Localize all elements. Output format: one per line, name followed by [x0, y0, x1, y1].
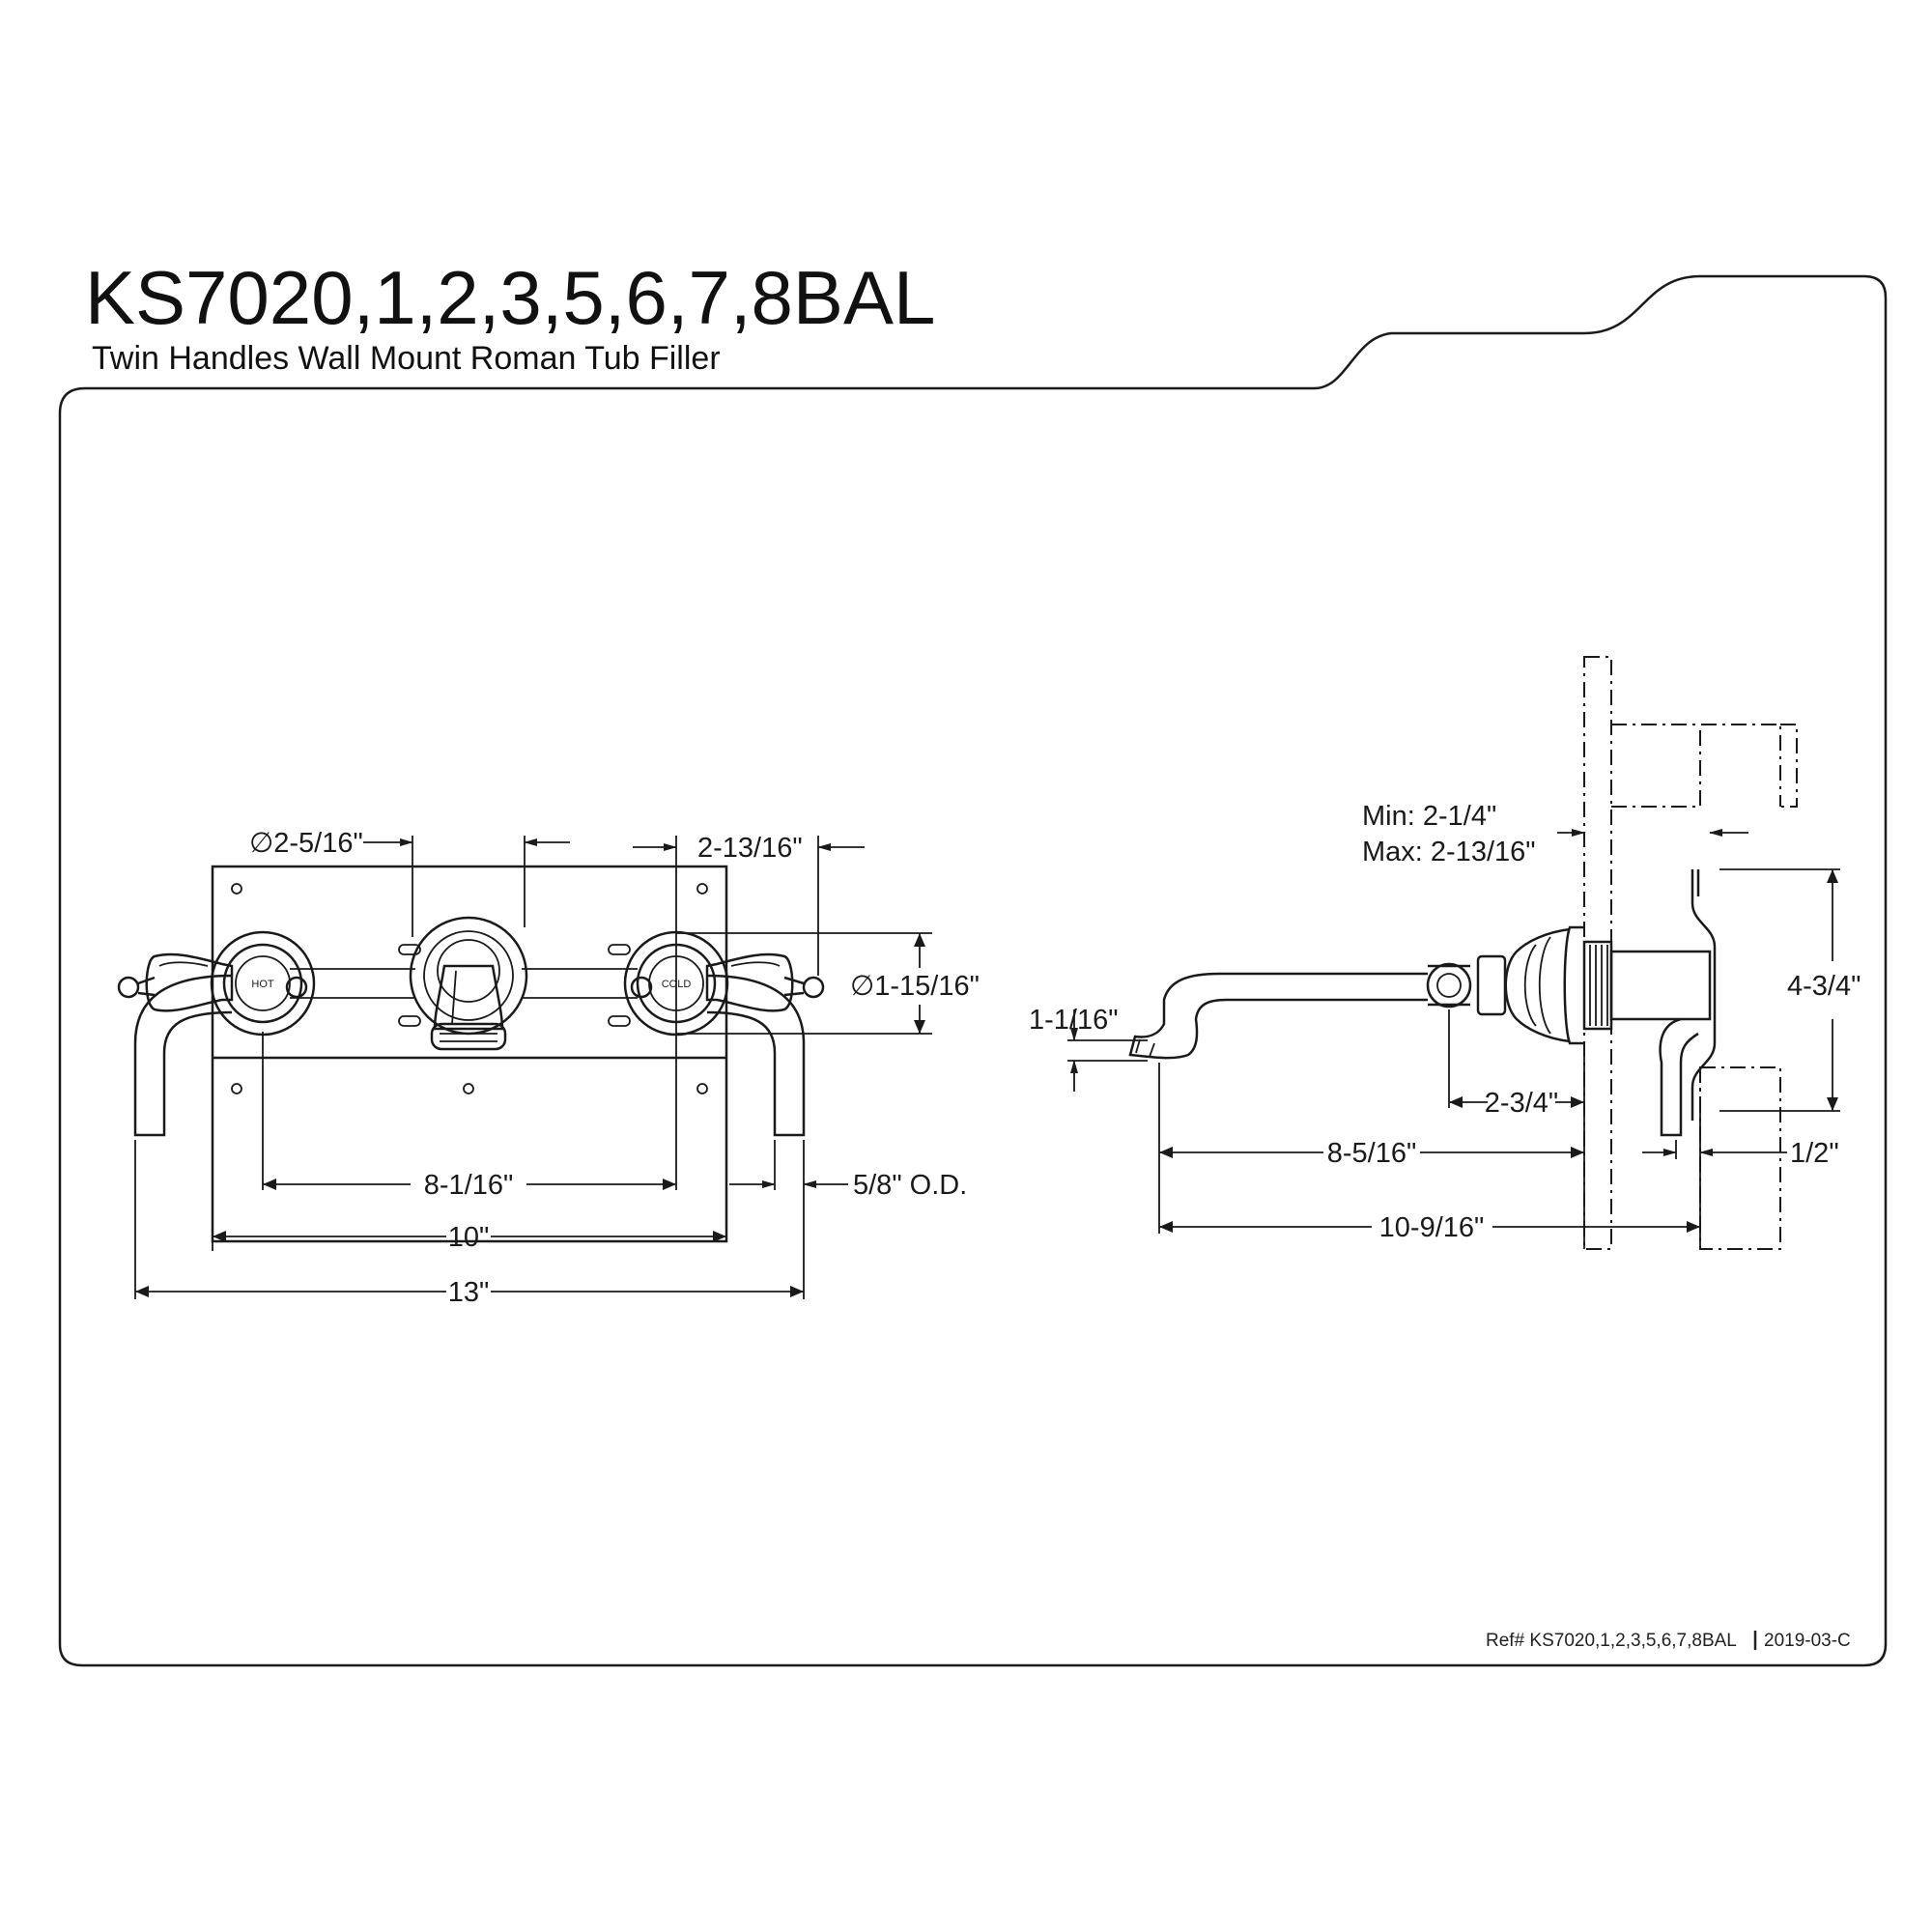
dim-spout-reach: 8-5/16"	[1327, 1138, 1417, 1169]
side-view: Min: 2-1/4" Max: 2-13/16" 1-1/16" 2-3/4"…	[1029, 656, 1861, 1250]
dim-overall-depth: 10-9/16"	[1379, 1212, 1485, 1243]
cold-valve: COLD	[623, 930, 825, 1037]
dim-overall-width: 13"	[448, 1277, 490, 1308]
hot-valve: HOT	[117, 930, 316, 1037]
dim-escutcheon-diameter: ∅2-5/16"	[249, 828, 363, 859]
product-subtitle: Twin Handles Wall Mount Roman Tub Filler	[92, 340, 721, 377]
screw-hole	[696, 883, 708, 895]
screw-hole	[231, 1083, 242, 1094]
dim-valve-height: 4-3/4"	[1787, 971, 1861, 1002]
screw-hole	[231, 883, 242, 895]
dim-wall-min: Min: 2-1/4"	[1362, 801, 1496, 832]
model-title: KS7020,1,2,3,5,6,7,8BAL	[85, 255, 935, 340]
drawing-frame	[58, 274, 1888, 1667]
left-supply-pipe	[133, 974, 233, 1137]
threaded-nipple	[1582, 940, 1613, 1031]
valve-body	[1609, 950, 1712, 1021]
dim-handle-offset: 2-13/16"	[697, 833, 803, 864]
dim-centers: 8-1/16"	[424, 1170, 514, 1201]
footer-ref: Ref# KS7020,1,2,3,5,6,7,8BAL	[1486, 1631, 1737, 1651]
dim-plate-width: 10"	[448, 1222, 490, 1253]
dim-half: 1/2"	[1790, 1138, 1839, 1169]
front-view: HOT COLD	[117, 828, 980, 1308]
screw-hole	[463, 1083, 474, 1094]
dim-spout-height: 1-1/16"	[1029, 1005, 1119, 1036]
supply-riser	[1690, 869, 1717, 1121]
footer: Ref# KS7020,1,2,3,5,6,7,8BAL 2019-03-C	[1486, 1631, 1851, 1651]
dim-pipe-od: 5/8" O.D.	[853, 1170, 967, 1201]
spout	[1128, 972, 1428, 1060]
right-supply-pipe	[706, 974, 806, 1137]
hot-label: HOT	[251, 979, 274, 990]
center-spout	[409, 916, 528, 1051]
screw-hole	[696, 1083, 708, 1094]
dim-spout-base: 2-3/4"	[1485, 1088, 1558, 1119]
dim-wall-max: Max: 2-13/16"	[1362, 837, 1536, 867]
mounting-plate	[211, 865, 728, 1243]
dim-valve-diameter: ∅1-15/16"	[850, 971, 980, 1002]
footer-revision: 2019-03-C	[1764, 1631, 1851, 1651]
